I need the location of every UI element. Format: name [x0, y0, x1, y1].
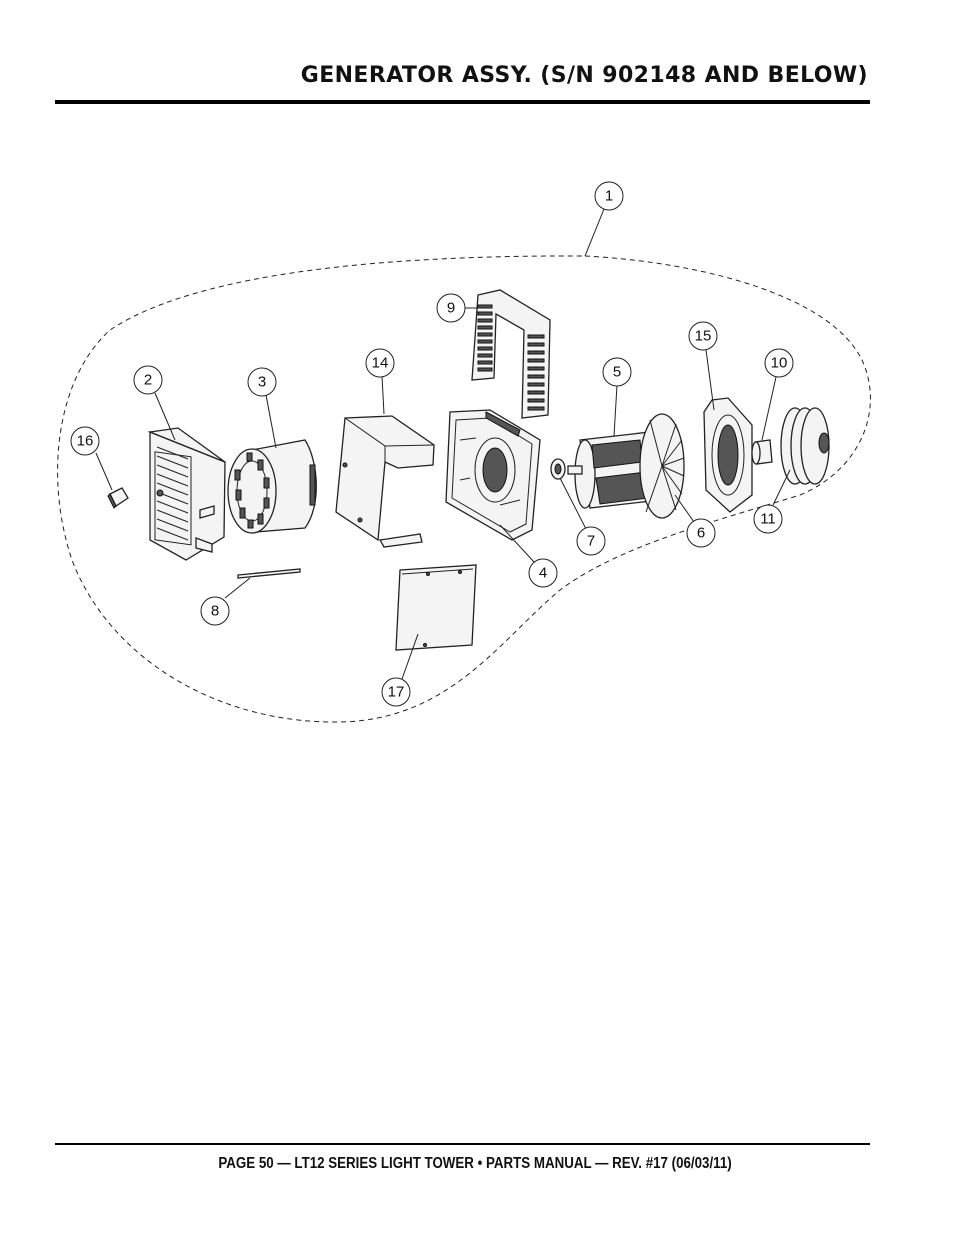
callout-number: 8 [211, 603, 219, 620]
assembly-boundary [57, 255, 871, 723]
part-14-cover [335, 415, 435, 548]
callout-circle [381, 677, 411, 707]
callout-number: 4 [539, 565, 547, 582]
callout-number: 10 [771, 355, 788, 372]
part-17-panel [395, 564, 477, 651]
part-3-stator [227, 439, 317, 534]
callout-3: 3 [247, 367, 277, 397]
callout-10: 10 [764, 348, 794, 378]
callout-16: 16 [70, 426, 100, 456]
callout-circle [602, 357, 632, 387]
part-11-pulley [780, 407, 830, 485]
callout-number: 6 [697, 525, 705, 542]
callout-circle [594, 181, 624, 211]
callout-circle [365, 348, 395, 378]
part-8-rod [237, 568, 301, 579]
callout-number: 2 [144, 372, 152, 389]
callout-number: 11 [760, 511, 776, 528]
page-title: GENERATOR ASSY. (S/N 902148 AND BELOW) [300, 63, 868, 88]
callout-circle [133, 365, 163, 395]
callout-9: 9 [436, 293, 466, 323]
callout-number: 14 [372, 355, 389, 372]
part-4-housing [445, 409, 541, 541]
leader-lines [95, 208, 791, 680]
callout-circle [753, 504, 783, 534]
callout-circle [200, 596, 230, 626]
part-2-end-cover [147, 427, 226, 561]
callout-14: 14 [365, 348, 395, 378]
part-10-hub [751, 439, 773, 465]
callout-number: 15 [695, 328, 712, 345]
callout-11: 11 [753, 504, 783, 534]
callout-circle [764, 348, 794, 378]
callout-number: 9 [447, 300, 455, 317]
callout-circle [70, 426, 100, 456]
header-rule [55, 100, 870, 104]
page-footer: PAGE 50 — LT12 SERIES LIGHT TOWER • PART… [218, 1155, 732, 1172]
callout-number: 16 [77, 433, 94, 450]
part-16-knob [107, 487, 129, 509]
callout-circle [576, 526, 606, 556]
part-9-louver [471, 289, 551, 419]
part-15-adaptor [703, 397, 753, 513]
callout-number: 1 [605, 188, 613, 205]
callout-circle [436, 293, 466, 323]
callout-number: 17 [388, 684, 405, 701]
callout-6: 6 [686, 518, 716, 548]
callout-8: 8 [200, 596, 230, 626]
callout-circle [247, 367, 277, 397]
callout-7: 7 [576, 526, 606, 556]
callout-number: 7 [587, 533, 595, 550]
callout-1: 1 [594, 181, 624, 211]
callout-circle [528, 558, 558, 588]
part-7-bearing [550, 458, 566, 480]
callout-number: 3 [258, 374, 266, 391]
callout-17: 17 [381, 677, 411, 707]
callout-2: 2 [133, 365, 163, 395]
callout-circle [688, 321, 718, 351]
footer-rule [55, 1143, 870, 1145]
callout-circle [686, 518, 716, 548]
callout-number: 5 [613, 364, 621, 381]
callout-4: 4 [528, 558, 558, 588]
callout-5: 5 [602, 357, 632, 387]
callout-15: 15 [688, 321, 718, 351]
part-6-fan [639, 413, 685, 519]
part-5-rotor [567, 431, 661, 509]
